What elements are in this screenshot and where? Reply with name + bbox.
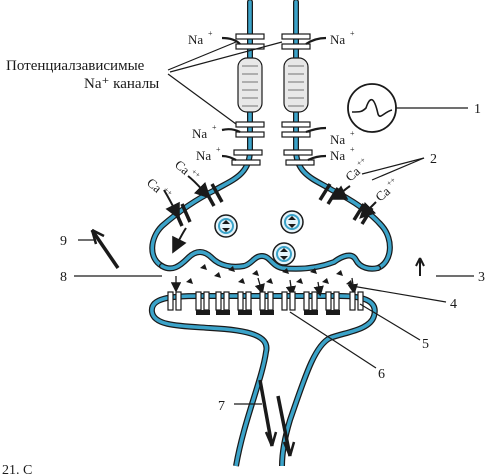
svg-text:+: + bbox=[216, 145, 221, 154]
svg-text:Na: Na bbox=[192, 126, 207, 141]
na-channel-left-mid bbox=[235, 121, 265, 138]
callout-8: 8 bbox=[60, 270, 67, 285]
svg-text:Na: Na bbox=[330, 148, 345, 163]
callout-9: 9 bbox=[60, 234, 67, 249]
ion-label-na-right-top: Na + bbox=[330, 29, 355, 47]
ion-label-na-left-mid: Na + bbox=[192, 123, 217, 141]
postsynaptic-membrane bbox=[148, 293, 378, 467]
ion-label-ca-right-1: Ca ++ bbox=[342, 155, 368, 184]
vesicle-3 bbox=[272, 242, 296, 266]
svg-text:++: ++ bbox=[385, 175, 398, 188]
callout-6: 6 bbox=[378, 367, 385, 382]
depolarization-zone-right bbox=[283, 57, 309, 113]
leader-lines bbox=[74, 41, 474, 405]
ion-label-na-left-low: Na + bbox=[196, 145, 221, 163]
vesicle-1 bbox=[214, 214, 238, 238]
svg-text:+: + bbox=[350, 145, 355, 154]
na-channel-right-mid bbox=[281, 121, 311, 138]
arrow-3 bbox=[415, 257, 425, 276]
na-influx-arrows bbox=[221, 36, 327, 161]
svg-text:Na: Na bbox=[196, 148, 211, 163]
postsynaptic-receptors bbox=[167, 291, 364, 311]
na-channel-left-low bbox=[231, 149, 263, 166]
channels-label-line2: Na⁺ каналы bbox=[84, 76, 159, 92]
na-channel-right-top bbox=[281, 33, 311, 50]
caption-fragment: 21. С bbox=[2, 463, 32, 476]
na-channel-right-low bbox=[283, 149, 315, 166]
ion-label-na-left-top: Na + bbox=[188, 29, 213, 47]
action-potential-icon bbox=[347, 83, 397, 133]
svg-text:+: + bbox=[350, 129, 355, 138]
callout-1: 1 bbox=[474, 102, 481, 117]
arrow-9 bbox=[90, 228, 120, 269]
vesicle-2 bbox=[280, 210, 304, 234]
callout-5: 5 bbox=[422, 337, 429, 352]
ion-label-na-right-mid: Na + bbox=[330, 129, 355, 147]
ion-label-na-right-low: Na + bbox=[330, 145, 355, 163]
channels-label-line1: Потенциалзависимые bbox=[6, 58, 145, 74]
depolarization-zone-left bbox=[237, 57, 263, 113]
callout-2: 2 bbox=[430, 152, 437, 167]
ca-influx-arrows bbox=[163, 175, 377, 254]
svg-text:Ca: Ca bbox=[144, 175, 165, 196]
svg-text:++: ++ bbox=[162, 185, 175, 198]
cleft-small-arrows bbox=[170, 276, 359, 297]
callout-3: 3 bbox=[478, 270, 485, 285]
arrow-7 bbox=[258, 379, 296, 457]
svg-text:Na: Na bbox=[330, 132, 345, 147]
callout-4: 4 bbox=[450, 297, 457, 312]
svg-text:+: + bbox=[350, 29, 355, 38]
receptor-dark-plates bbox=[196, 310, 340, 315]
svg-text:++: ++ bbox=[355, 155, 368, 168]
svg-text:Ca: Ca bbox=[172, 157, 193, 178]
mediator-molecules bbox=[186, 264, 353, 286]
svg-text:Na: Na bbox=[330, 32, 345, 47]
svg-text:+: + bbox=[208, 29, 213, 38]
presynaptic-membrane bbox=[149, 0, 393, 272]
svg-text:Na: Na bbox=[188, 32, 203, 47]
svg-text:+: + bbox=[212, 123, 217, 132]
callout-7: 7 bbox=[218, 399, 225, 414]
ion-label-ca-right-2: Ca ++ bbox=[372, 175, 398, 204]
